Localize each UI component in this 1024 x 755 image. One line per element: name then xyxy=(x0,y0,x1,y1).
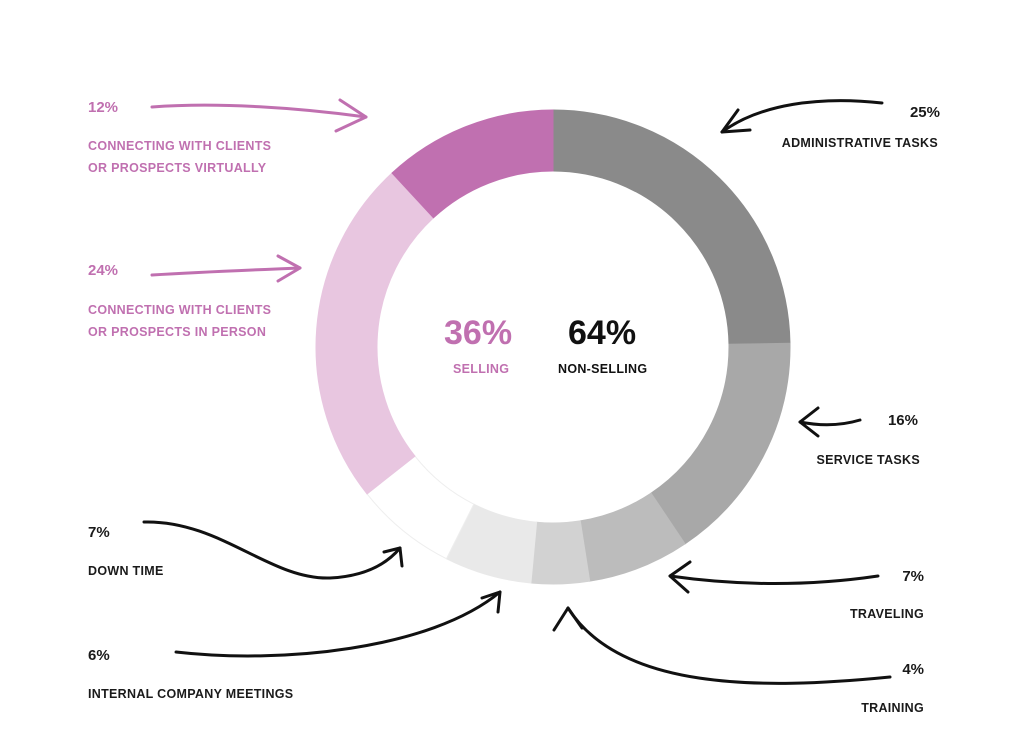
down-time-percent-label: 7% xyxy=(88,524,110,541)
virtual-label-line2: OR PROSPECTS VIRTUALLY xyxy=(88,161,267,175)
training-label: TRAINING xyxy=(861,701,924,715)
arrow-in-person-head-icon xyxy=(276,254,302,283)
arrow-down-time-head-icon xyxy=(382,546,404,568)
arrow-meetings-icon xyxy=(174,590,502,658)
donut-slice-connecting-with-clients-or-prospects-virtually xyxy=(391,109,554,219)
service-label: SERVICE TASKS xyxy=(816,453,920,467)
traveling-label: TRAVELING xyxy=(850,607,924,621)
donut-slice-service-tasks xyxy=(650,342,791,545)
arrow-administrative-icon xyxy=(720,99,884,134)
administrative-label: ADMINISTRATIVE TASKS xyxy=(781,136,938,150)
donut-slice-administrative-tasks xyxy=(552,109,791,345)
arrow-service-head-icon xyxy=(798,406,820,438)
administrative-percent-label: 25% xyxy=(909,104,940,121)
service-percent-label: 16% xyxy=(887,412,918,429)
meetings-percent-label: 6% xyxy=(88,647,110,664)
annotation-arrows xyxy=(142,98,892,685)
arrow-in-person-icon xyxy=(150,266,302,277)
donut-slices xyxy=(315,109,791,585)
non-selling-percent: 64% xyxy=(568,314,637,352)
non-selling-label: NON-SELLING xyxy=(558,362,648,376)
down-time-label: DOWN TIME xyxy=(88,564,164,578)
arrow-administrative-head-icon xyxy=(720,108,752,134)
in-person-label-line1: CONNECTING WITH CLIENTS xyxy=(88,303,272,317)
donut-slice-training xyxy=(530,520,591,585)
donut-slice-connecting-with-clients-or-prospects-in-person xyxy=(315,172,435,495)
arrow-virtual-icon xyxy=(150,103,368,119)
virtual-label-line1: CONNECTING WITH CLIENTS xyxy=(88,139,272,153)
traveling-percent-label: 7% xyxy=(902,568,924,585)
arrow-traveling-head-icon xyxy=(668,560,692,594)
arrow-training-icon xyxy=(566,606,892,685)
arrow-service-icon xyxy=(798,418,862,427)
meetings-label: INTERNAL COMPANY MEETINGS xyxy=(88,687,294,701)
arrow-training-head-icon xyxy=(552,606,584,632)
selling-label: SELLING xyxy=(453,362,510,376)
in-person-percent-label: 24% xyxy=(88,262,119,279)
virtual-percent-label: 12% xyxy=(88,99,119,116)
arrow-down-time-icon xyxy=(142,520,402,580)
training-percent-label: 4% xyxy=(902,661,924,678)
in-person-label-line2: OR PROSPECTS IN PERSON xyxy=(88,325,267,339)
arrow-meetings-head-icon xyxy=(480,590,502,614)
arrow-virtual-head-icon xyxy=(334,98,368,133)
selling-percent: 36% xyxy=(444,314,513,352)
arrow-traveling-icon xyxy=(668,574,880,585)
